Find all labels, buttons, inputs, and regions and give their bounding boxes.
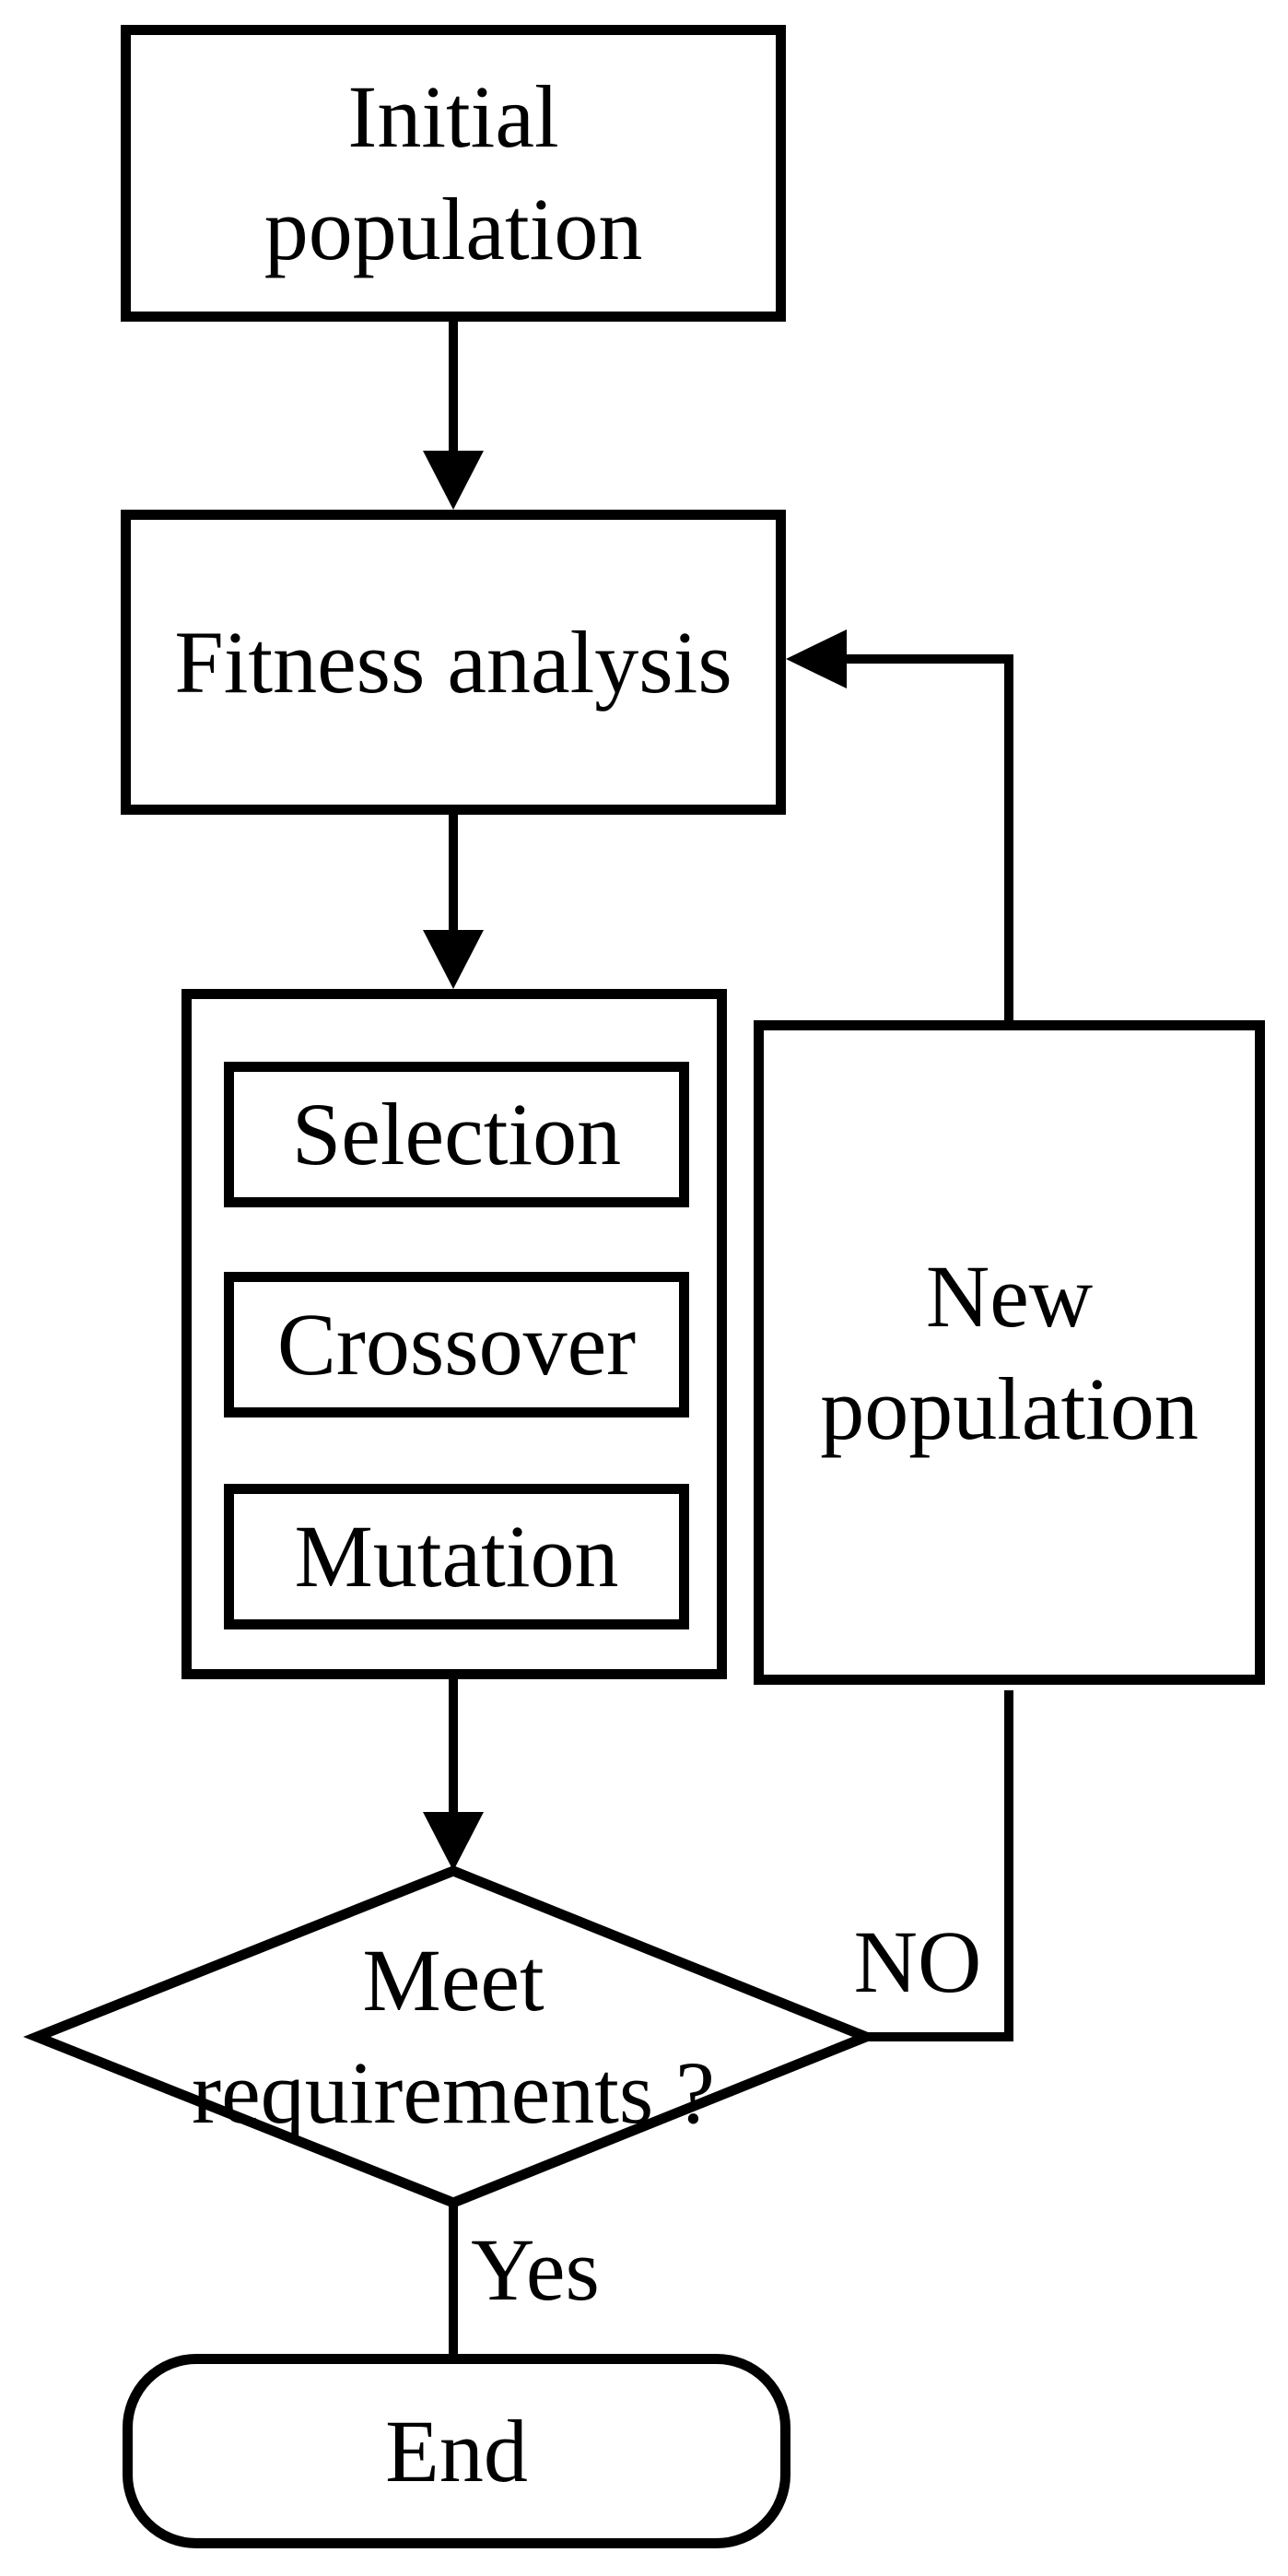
yes-label-text: Yes (471, 2220, 600, 2320)
decision-label: Meet requirements ? (85, 1926, 822, 2147)
new-population-label-line2: population (820, 1359, 1199, 1458)
node-end: End (123, 2354, 790, 2548)
decision-diamond (23, 1865, 880, 2208)
mutation-label: Mutation (294, 1507, 619, 1606)
arrowhead-down-into-fitness-icon (423, 451, 484, 510)
initial-population-label-line1: Initial (347, 67, 559, 167)
decision-label-line1: Meet (362, 1931, 544, 2030)
selection-label: Selection (291, 1085, 622, 1184)
fitness-analysis-label: Fitness analysis (174, 612, 732, 712)
arrowhead-left-into-fitness-icon (786, 629, 847, 688)
initial-population-label-line2: population (263, 180, 643, 278)
node-fitness-analysis: Fitness analysis (121, 510, 786, 815)
end-label: End (385, 2401, 528, 2500)
edge-newpop-to-fitness-loop (846, 654, 1013, 1025)
node-mutation: Mutation (224, 1484, 689, 1629)
edge-label-yes: Yes (434, 2219, 637, 2321)
node-crossover: Crossover (224, 1272, 689, 1417)
node-selection: Selection (224, 1062, 689, 1207)
edge-decision-to-newpop-no (866, 1690, 1013, 2041)
node-initial-population: Initial population (121, 25, 786, 322)
decision-label-line2: requirements ? (192, 2043, 715, 2142)
arrowhead-down-into-decision-icon (423, 1812, 484, 1871)
arrowhead-down-into-operators-icon (423, 930, 484, 989)
edge-label-no: NO (816, 1911, 1019, 2013)
no-label-text: NO (853, 1912, 982, 2012)
node-new-population: New population (754, 1020, 1265, 1685)
crossover-label: Crossover (276, 1295, 637, 1394)
new-population-label-line1: New (925, 1246, 1094, 1346)
